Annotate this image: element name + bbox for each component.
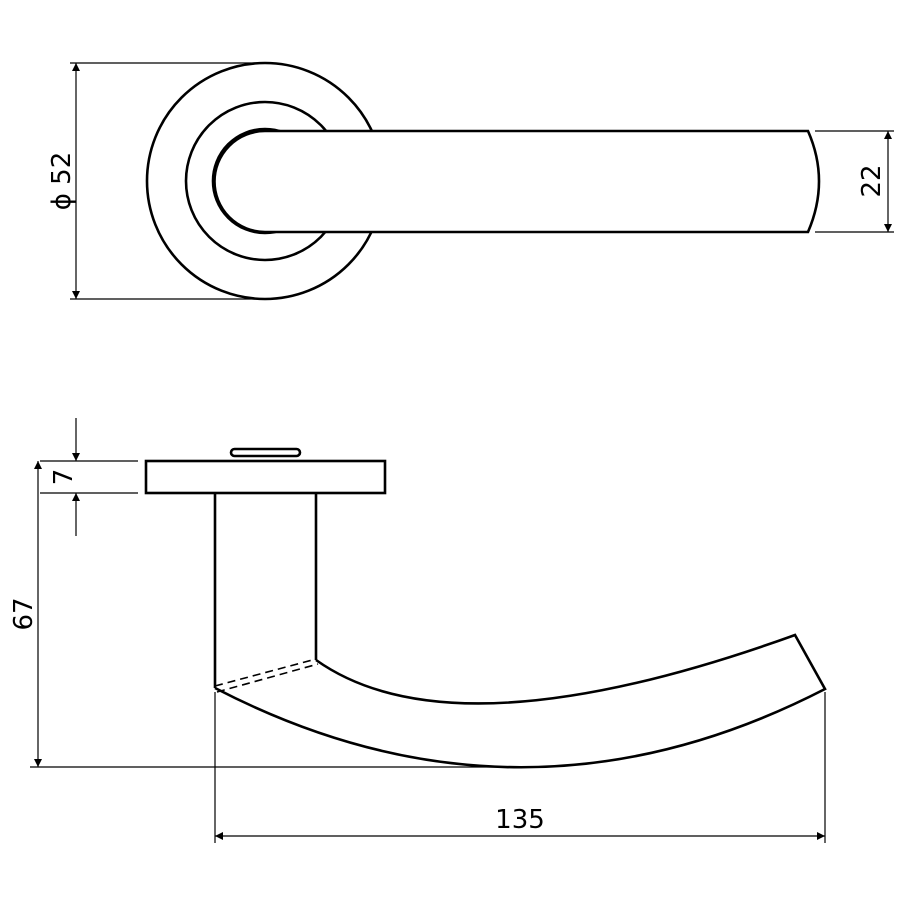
rose-plate [144, 459, 387, 495]
lever-top-view [213, 129, 821, 234]
dimension-label-thickness: 7 [49, 469, 79, 486]
rose-cap [229, 447, 302, 458]
dimension-label-diameter: ϕ 52 [47, 152, 77, 211]
hidden-line [214, 658, 319, 693]
top-view: ϕ 52 22 [47, 61, 894, 301]
dimension-label-width: 22 [857, 164, 887, 197]
dimension-label-length: 135 [495, 805, 545, 835]
dimension-label-height: 67 [9, 597, 39, 630]
side-view: 7 67 135 [9, 418, 827, 843]
lever-side-view [214, 633, 827, 769]
